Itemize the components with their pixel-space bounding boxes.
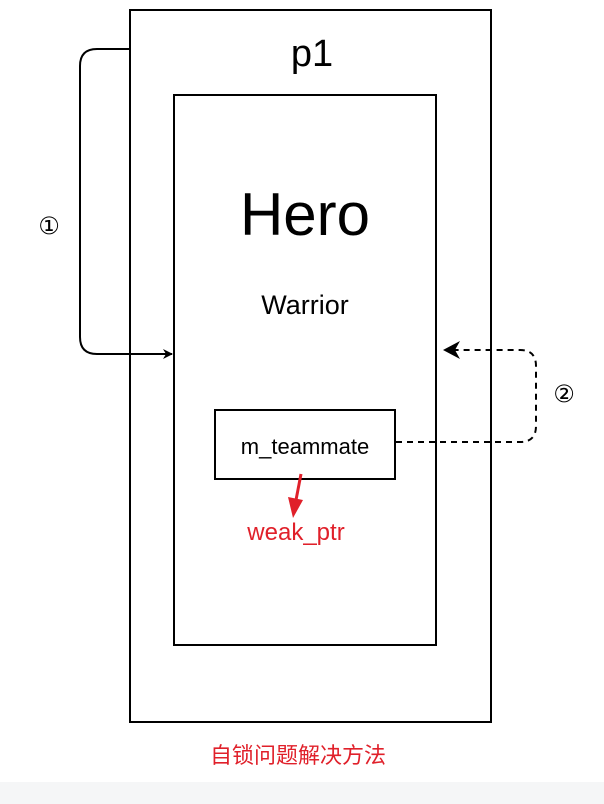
outer-box-p1 (129, 9, 492, 723)
member-box-label: m_teammate (241, 434, 369, 459)
reference-arrow-step-two (396, 349, 537, 443)
reference-arrow-head (443, 341, 460, 359)
weak-ptr-pointer-line (294, 473, 303, 501)
diagram-caption: 自锁问题解决方法 (210, 744, 386, 769)
ownership-arrow-step-one (79, 48, 173, 359)
bottom-strip (0, 782, 604, 804)
inner-box-hero (173, 94, 437, 646)
inner-box-title: Hero (240, 181, 370, 248)
step-two-marker: ② (553, 380, 575, 408)
step-one-marker: ① (38, 212, 60, 240)
member-box-m-teammate (214, 409, 396, 480)
inner-box-subtitle: Warrior (261, 290, 349, 320)
weak-ptr-pointer-head (288, 497, 303, 518)
weak-ptr-label: weak_ptr (246, 519, 344, 546)
outer-box-label: p1 (291, 33, 333, 75)
